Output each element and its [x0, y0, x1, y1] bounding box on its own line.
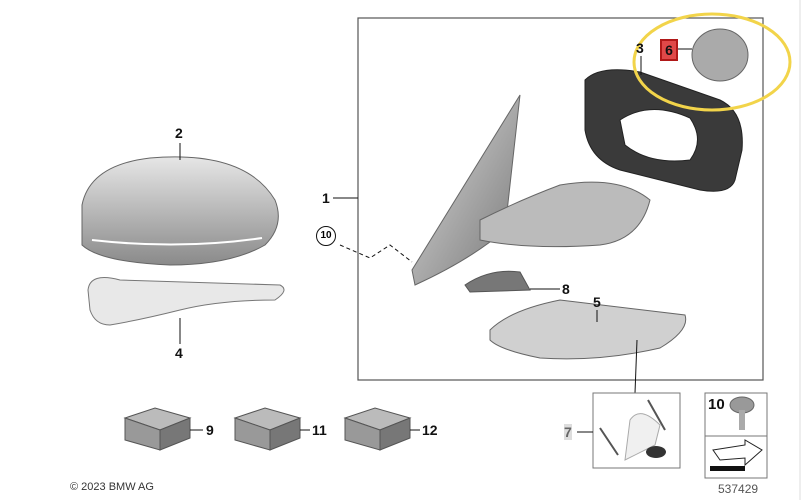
mirror-base-part-1 — [339, 94, 651, 286]
callout-5: 5 — [593, 294, 601, 310]
callout-12: 12 — [422, 422, 438, 438]
arrow-icon — [712, 439, 763, 467]
diagram-number: 537429 — [718, 482, 759, 496]
callout-1: 1 — [322, 190, 330, 206]
kit-box-part-12 — [343, 407, 420, 451]
callout-10: 10 — [708, 396, 725, 413]
callout-8: 8 — [562, 281, 570, 297]
assembly-frame — [357, 17, 764, 381]
callout-11: 11 — [312, 422, 327, 438]
callout-10-circled: 10 — [316, 226, 336, 246]
callout-7: 7 — [564, 424, 572, 440]
actuator-part-6 — [691, 28, 749, 82]
callout-6-highlighted: 6 — [660, 39, 678, 61]
callout-4: 4 — [175, 345, 183, 361]
gasket-part-8 — [464, 270, 531, 293]
highlight-circle — [632, 12, 792, 112]
kit-box-part-11 — [233, 407, 310, 451]
callout-9: 9 — [206, 422, 214, 438]
lower-cover-part-5 — [489, 299, 687, 360]
callout-3: 3 — [636, 40, 644, 56]
callout-2: 2 — [175, 125, 183, 141]
mirror-cap-part-2 — [81, 143, 279, 266]
copyright: © 2023 BMW AG — [70, 481, 154, 493]
kit-box-part-9 — [123, 407, 203, 451]
turn-signal-part-4 — [87, 277, 285, 344]
